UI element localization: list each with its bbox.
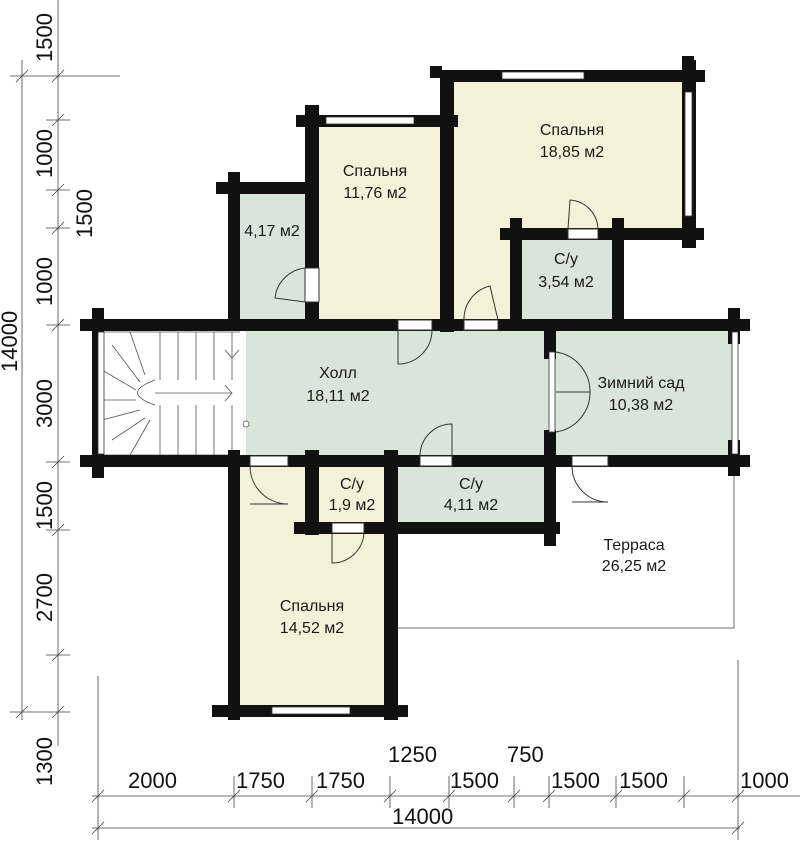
window — [325, 116, 415, 125]
room-area: 18,85 м2 — [540, 144, 604, 161]
room-area: 1,9 м2 — [329, 497, 376, 514]
room-name: С/у — [340, 476, 364, 493]
window — [501, 71, 585, 80]
window — [731, 331, 739, 455]
dim-left-total: 14000 — [0, 311, 22, 372]
bath-mid-fill — [392, 462, 550, 530]
room-area: 11,76 м2 — [343, 185, 406, 202]
bottom-dimension-chain — [91, 660, 800, 840]
winter-garden-fill — [551, 325, 734, 462]
wall — [612, 218, 624, 328]
wall — [440, 70, 454, 332]
window — [684, 91, 693, 217]
wall — [228, 450, 240, 720]
bottom-dimension-labels: 2000 1750 1750 1250 1500 750 1500 1500 1… — [128, 742, 789, 829]
dim-left-3: 1500 — [72, 189, 97, 238]
room-area: 4,17 м2 — [244, 223, 300, 240]
room-area: 26,25 м2 — [602, 558, 666, 575]
room-area: 4,11 м2 — [444, 497, 498, 514]
wall — [384, 522, 560, 534]
room-name: Спальня — [280, 598, 344, 615]
bedroom-top-right-lower-fill — [448, 230, 510, 325]
dim-left-5: 3000 — [32, 379, 57, 428]
dim-bottom-4: 1250 — [388, 742, 437, 767]
wall-post — [682, 56, 694, 68]
room-name: Зимний сад — [598, 375, 686, 392]
window — [97, 331, 105, 455]
room-name: Холл — [319, 365, 357, 382]
room-name: Терраса — [603, 537, 664, 554]
room-area: 18,11 м2 — [306, 388, 369, 405]
dim-bottom-9: 1000 — [740, 768, 789, 793]
staircase — [100, 331, 250, 456]
wall — [305, 450, 319, 535]
left-dimension-labels: 1500 1000 1500 1000 3000 1500 2700 1300 … — [0, 13, 97, 786]
wall — [216, 182, 316, 194]
wall — [80, 455, 750, 467]
wall — [544, 450, 556, 546]
dim-bottom-2: 1750 — [236, 768, 285, 793]
dim-left-4: 1000 — [32, 257, 57, 306]
room-area: 3,54 м2 — [538, 274, 594, 291]
dim-bottom-total: 14000 — [392, 804, 453, 829]
dim-left-8: 1300 — [32, 737, 57, 786]
room-name: С/у — [459, 476, 483, 493]
doors — [249, 199, 609, 564]
dim-bottom-5: 1500 — [450, 768, 499, 793]
room-name: Спальня — [343, 163, 407, 180]
window — [271, 706, 351, 715]
dim-left-1: 1500 — [32, 13, 57, 62]
window — [548, 351, 556, 433]
walls — [80, 56, 750, 720]
windows — [97, 71, 739, 715]
wall — [384, 450, 398, 720]
stair-area-fill — [96, 325, 246, 462]
dim-left-6: 1500 — [32, 481, 57, 530]
room-area: 14,52 м2 — [280, 620, 344, 637]
bedroom-top-mid-fill — [312, 122, 450, 325]
room-name: С/у — [554, 251, 578, 268]
dim-bottom-8: 1500 — [619, 768, 668, 793]
room-area: 10,38 м2 — [609, 397, 673, 414]
room-fills — [96, 76, 734, 714]
dim-left-2: 1000 — [32, 129, 57, 178]
room-name: Спальня — [540, 122, 604, 139]
left-dimension-chain — [10, 0, 120, 746]
bath-top-fill — [512, 230, 616, 325]
wall — [228, 172, 240, 327]
dim-bottom-1: 2000 — [128, 768, 177, 793]
room-labels: Спальня 18,85 м2 Спальня 11,76 м2 4,17 м… — [244, 122, 685, 637]
wall-post — [430, 66, 442, 78]
small-room-fill — [232, 190, 312, 325]
wall — [604, 228, 704, 240]
dim-bottom-6: 750 — [507, 742, 544, 767]
dim-left-7: 2700 — [32, 573, 57, 622]
wall — [544, 319, 556, 359]
dim-bottom-3: 1750 — [316, 768, 365, 793]
dim-bottom-7: 1500 — [551, 768, 600, 793]
wall — [510, 218, 522, 328]
